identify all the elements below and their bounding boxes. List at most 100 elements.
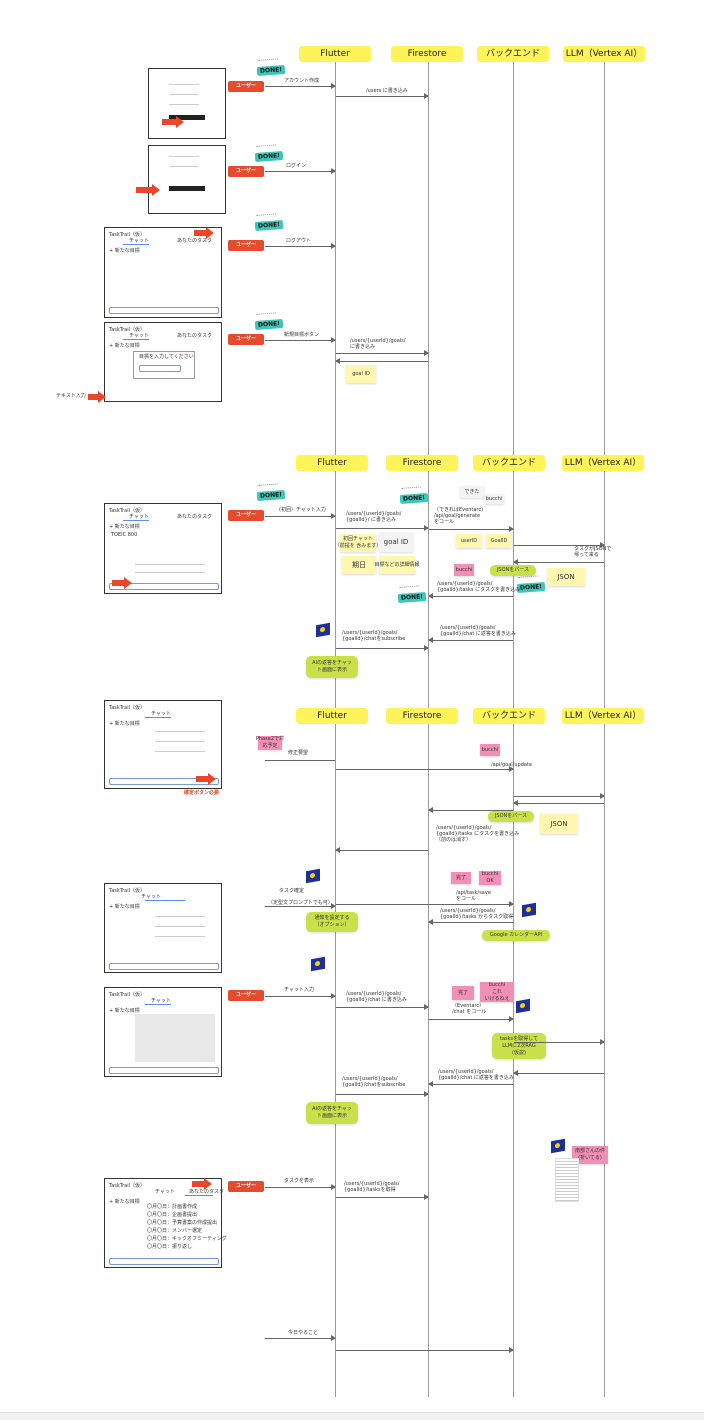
arrow-write-chat — [428, 637, 513, 643]
arrow-rag-llm-return — [513, 1070, 604, 1076]
arrow-new-goal — [265, 337, 336, 343]
mockup-home: TaskTrail（仮） チャット あなたのタスク + 新たな目標 — [104, 227, 222, 318]
mockup-task-list: TaskTrail（仮） チャット あなたのタスク + 新たな目標 〇月〇日：計… — [104, 1178, 227, 1268]
label-today: 今日やること — [288, 1330, 319, 1336]
label-get-tasks: /users/{userId}/goals/ {goalId}/tasks から… — [440, 908, 514, 920]
sticky-kanryo3-note: 南部さんの件 (祈いてる) — [572, 1146, 608, 1164]
bottom-divider — [0, 1412, 704, 1420]
arrow-update-llm-return — [513, 800, 604, 806]
label-task-json: タスクがJSONで 帰って来る — [574, 546, 612, 558]
label-api-save: /api/task/save をコール — [456, 890, 491, 902]
label-logout: ログアウト — [286, 238, 312, 244]
arrow-write-chat-reply — [428, 1081, 513, 1087]
arrow-api-save — [336, 901, 514, 907]
sticky-dekita: できた — [460, 486, 484, 498]
badge-json-parse: JSONをパース — [490, 565, 536, 576]
label-update-tasks: /users/{userId}/goals/ {goalId}/tasks にタ… — [436, 825, 520, 843]
done-stamp: DONE! — [254, 319, 284, 330]
flag-icon — [316, 622, 330, 638]
participant-firestore: Firestore — [386, 708, 458, 724]
label-fixed-prompt: （定型文プロンプトでも可） — [268, 900, 333, 906]
done-stamp: DONE! — [399, 493, 429, 504]
arrow-show-tasks — [265, 1184, 336, 1190]
arrow-get-tasks-2 — [336, 1194, 429, 1200]
sticky-bucchi2: bucchi — [454, 564, 474, 576]
task-item: 〇月〇日：メンバー選定 — [147, 1228, 203, 1234]
user-actor: ユーザー — [228, 166, 264, 177]
label-write-chat-reply: /users/{userId}/goals/ {goalId}/chat に返答… — [438, 1069, 514, 1081]
arrow-llm-json — [513, 559, 604, 565]
arrow-subscribe-2 — [336, 1091, 429, 1097]
sticky-kanryo2: 完了 — [452, 986, 474, 1000]
arrow-return-goal-id — [335, 358, 428, 364]
flag-icon — [551, 1138, 565, 1154]
label-task-confirm: タスク確定 — [279, 888, 305, 894]
arrow-edit-request — [265, 760, 335, 761]
arrow-get-tasks — [428, 919, 513, 925]
user-actor: ユーザー — [228, 990, 264, 1001]
arrow-write-goal — [336, 525, 429, 531]
sticky-json: JSON — [547, 568, 585, 586]
label-login: ログイン — [286, 163, 307, 169]
badge-gcal: Google カレンダーAPI — [482, 930, 550, 941]
done-stamp: DONE! — [516, 582, 546, 593]
done-stamp: DONE! — [256, 65, 286, 76]
done-stamp: DONE! — [254, 151, 284, 162]
arrow-update-tasks — [428, 807, 513, 813]
mockup-first-chat: TaskTrail（仮） チャット あなたのタスク + 新たな目標 TOEIC … — [104, 503, 222, 594]
arrow-rag-llm — [514, 1039, 605, 1045]
arrow-create-account — [265, 83, 336, 89]
sticky-bucchi3: bucchi — [480, 744, 500, 756]
label-first-chat: (初回）チャット入力 — [279, 507, 326, 513]
mockup-new-goal: TaskTrail（仮） チャット あなたのタスク + 新たな目標 目標を入力し… — [104, 322, 222, 402]
arrow-login — [265, 168, 336, 174]
user-actor: ユーザー — [228, 510, 264, 521]
sticky-goal-id-small: GoalID — [486, 534, 512, 548]
arrow-task-confirm — [265, 903, 336, 909]
flag-icon — [516, 998, 530, 1014]
participant-firestore: Firestore — [391, 46, 463, 62]
label-chat-input: チャット入力 — [284, 987, 314, 993]
task-item: 〇月〇日：計画書作成 — [147, 1204, 198, 1210]
user-actor: ユーザー — [228, 81, 264, 92]
mockup-task-confirm: TaskTrail（仮） チャット + 新たな目標 — [104, 883, 222, 973]
arrow-subscribe — [336, 645, 429, 651]
flag-icon — [311, 956, 325, 972]
arrow-call-chat — [429, 1016, 514, 1022]
lifeline-llm — [604, 62, 605, 1397]
sticky-kijitsu: 期日 — [342, 556, 376, 574]
arrow-api-update — [336, 766, 514, 772]
sticky-kanryo: 完了 — [451, 872, 471, 884]
sticky-bucchi: bucchi — [484, 494, 504, 504]
label-write-goal: /users/{userId}/goals/ {goalId}/ に書き込み — [346, 511, 402, 523]
arrow-call-llm — [514, 542, 605, 548]
badge-notify: 通知を設定する （オプション） — [306, 912, 358, 932]
sticky-user-id: userID — [456, 534, 482, 548]
sticky-bucchi-rag: bucchi これ いけるねえ — [480, 982, 514, 1002]
task-item: 〇月〇日：企画書提出 — [147, 1212, 198, 1218]
arrow-generate — [429, 526, 514, 532]
arrow-write-tasks — [428, 593, 513, 599]
label-subscribe-2: /users/{userId}/goals/ {goalId}/chatをsub… — [342, 1076, 406, 1088]
sticky-first-chat-note: 初回チャット （前提を 含みます） — [335, 534, 381, 552]
participant-backend: バックエンド — [477, 46, 549, 62]
arrow-notify-flutter — [335, 847, 428, 853]
label-api-update: /api/goal/update — [491, 762, 532, 768]
done-stamp: DONE! — [397, 592, 427, 603]
mockup-signup — [148, 68, 226, 139]
label-write-tasks: /users/{userId}/goals/ {goalId}/tasks にタ… — [437, 581, 521, 593]
done-stamp: DONE! — [256, 490, 286, 501]
lifeline-firestore — [428, 62, 429, 1397]
sticky-goal-id: goal ID — [346, 365, 376, 383]
badge-show-reply: AIの返答をチャッ ト画面に表示 — [306, 656, 358, 678]
arrow-write-goals — [336, 350, 429, 356]
task-item: 〇月〇日：振り返し — [147, 1244, 193, 1250]
participant-llm: LLM（Vertex AI） — [562, 708, 644, 724]
participant-llm: LLM（Vertex AI） — [562, 455, 644, 471]
lifeline-flutter — [335, 62, 336, 1397]
arrow-chat-input — [265, 993, 336, 999]
label-edit-request: 修正要望 — [288, 750, 309, 756]
doc-thumbnail — [555, 1158, 579, 1202]
label-create-account: アカウント作成 — [284, 78, 320, 84]
label-confirm-button: 確定ボタン必要 — [184, 790, 220, 796]
